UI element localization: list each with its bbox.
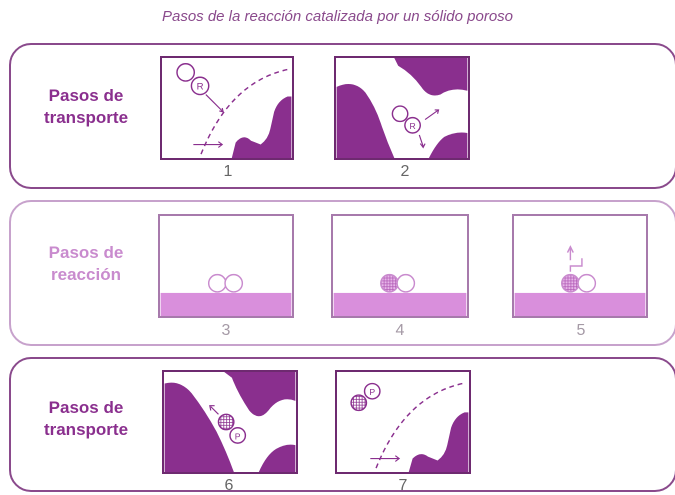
solid-surface (224, 372, 296, 417)
diffusion-arrow (424, 109, 439, 121)
solid-surface (231, 96, 292, 158)
step-2-panel: R (334, 56, 470, 160)
adsorbed-molecule (224, 273, 244, 293)
reacting-molecule (380, 273, 399, 293)
pore-boundary (200, 68, 288, 155)
reactant-molecule (404, 116, 421, 134)
solid-surface (408, 412, 469, 472)
catalyst-surface (160, 292, 292, 316)
step-4-panel (331, 214, 469, 318)
adsorbed-molecule (207, 273, 227, 293)
desorption-arrow (569, 258, 583, 272)
step-1-illustration: R (176, 63, 292, 158)
molecule (176, 63, 196, 82)
group-reaction: Pasos de reacción 3 4 (9, 200, 675, 346)
step-number: 2 (400, 163, 410, 180)
solid-surface (394, 58, 468, 96)
solid-surface (428, 132, 468, 158)
product-molecule (350, 394, 368, 412)
step-number: 3 (221, 322, 231, 339)
group-label: Pasos de transporte (43, 86, 129, 127)
catalyst-surface (333, 292, 467, 316)
step-number: 1 (223, 163, 233, 180)
step-3-panel (158, 214, 294, 318)
molecule (391, 105, 409, 123)
solid-surface (336, 84, 395, 158)
diagram-title: Pasos de la reacción catalizada por un s… (161, 8, 514, 25)
reactant-molecule (190, 76, 210, 96)
step-number: 5 (576, 322, 586, 339)
step-7-panel: P (335, 370, 471, 474)
step-4-illustration (333, 273, 467, 316)
step-1-panel: R (160, 56, 294, 160)
diffusion-arrow (205, 94, 223, 112)
product-molecule (363, 382, 381, 400)
product-label: P (369, 387, 375, 397)
step-2-illustration: R (336, 58, 468, 158)
diffusion-arrow (210, 406, 219, 415)
group-label: Pasos de reacción (48, 243, 124, 284)
step-number: 7 (398, 477, 408, 494)
step-5-illustration (514, 245, 646, 316)
diffusion-arrow (418, 134, 424, 147)
group-label: Pasos de transporte (43, 398, 129, 439)
product-molecule (561, 273, 580, 293)
product-label: P (235, 431, 241, 441)
reactant-label: R (197, 82, 204, 93)
step-3-illustration (160, 273, 292, 316)
adsorbed-molecule (396, 273, 416, 293)
adsorbed-molecule (577, 273, 597, 293)
step-number: 6 (224, 477, 234, 494)
product-molecule (229, 427, 247, 444)
solid-surface (164, 382, 234, 472)
product-molecule (217, 413, 235, 431)
pore-boundary (375, 382, 463, 469)
reactant-label: R (409, 121, 415, 131)
group-transport-in: Pasos de transporte R 1 R (9, 43, 675, 189)
catalyst-surface (514, 292, 646, 316)
step-7-illustration: P (350, 382, 469, 472)
group-transport-out: Pasos de transporte P 6 (9, 357, 675, 494)
step-5-panel (512, 214, 648, 318)
step-number: 4 (395, 322, 405, 339)
step-6-panel: P (162, 370, 298, 474)
step-6-illustration: P (164, 372, 296, 472)
solid-surface (258, 444, 296, 472)
